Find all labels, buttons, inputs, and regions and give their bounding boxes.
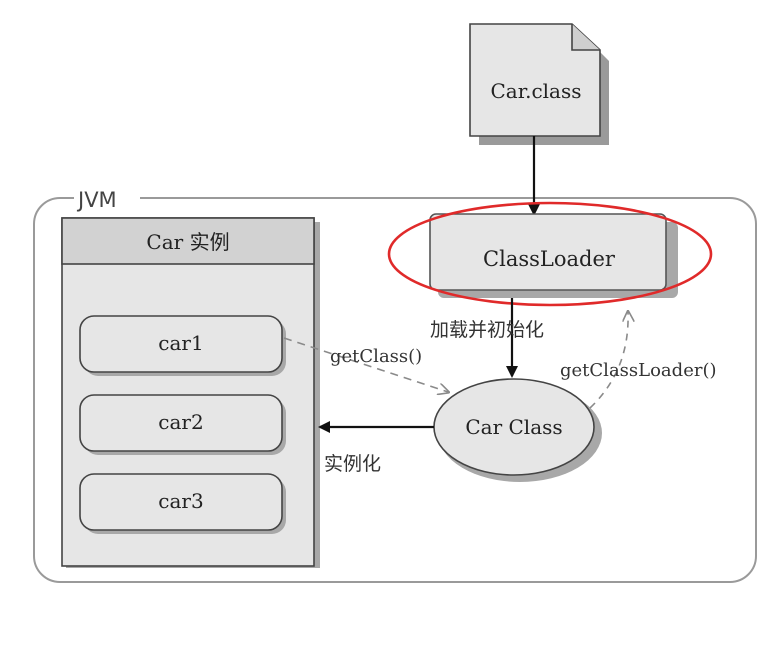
- file-icon: [469, 23, 601, 137]
- get-classloader-arrow: [589, 312, 628, 409]
- instances-panel-title: Car 实例: [146, 230, 229, 254]
- classloader-node: ClassLoader: [429, 213, 678, 298]
- instance-car1: car1: [79, 315, 286, 376]
- class-file-node: Car.class: [469, 23, 609, 145]
- instance-car2: car2: [79, 394, 286, 455]
- get-class-arrow: [283, 337, 448, 392]
- instance-car3: car3: [79, 473, 286, 534]
- car-class-label: Car Class: [465, 415, 562, 439]
- classloader-highlight-ellipse: [387, 201, 713, 307]
- instance-car3-label: car3: [158, 489, 203, 513]
- classloader-label: ClassLoader: [483, 247, 616, 271]
- class-file-label: Car.class: [491, 79, 582, 103]
- get-class-label: getClass(): [330, 346, 422, 367]
- instance-car1-label: car1: [158, 331, 203, 355]
- car-class-node: Car Class: [433, 378, 602, 482]
- load-init-label: 加载并初始化: [430, 319, 544, 341]
- instance-car2-label: car2: [158, 410, 203, 434]
- jvm-label: JVM: [76, 188, 117, 212]
- instantiate-label: 实例化: [324, 453, 381, 475]
- get-classloader-label: getClassLoader(): [560, 360, 717, 381]
